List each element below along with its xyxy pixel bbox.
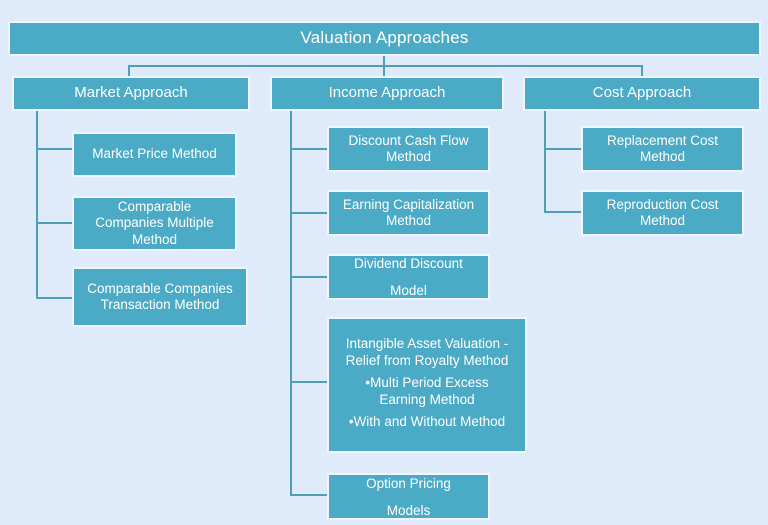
intangible-bullet-with-without: •With and Without Method xyxy=(348,414,506,430)
connector-market-spine xyxy=(36,111,38,299)
node-market-price-method: Market Price Method xyxy=(72,132,237,177)
connector-drop-income xyxy=(383,65,385,77)
connector-drop-market xyxy=(128,65,130,77)
intangible-heading: Intangible Asset Valuation -Relief from … xyxy=(345,336,509,368)
branch-market-approach: Market Approach xyxy=(12,76,250,111)
connector-stub-option-pricing xyxy=(290,494,327,496)
diagram-title: Valuation Approaches xyxy=(8,21,761,56)
connector-stub-reproduction-cost xyxy=(544,211,581,213)
connector-stub-discount-cash-flow xyxy=(290,148,327,150)
connector-stub-comparable-multiple xyxy=(36,222,72,224)
connector-title-stem xyxy=(383,56,385,66)
connector-income-spine xyxy=(290,111,292,496)
connector-branch-rail xyxy=(128,65,643,67)
connector-stub-earning-capitalization xyxy=(290,212,327,214)
connector-cost-spine xyxy=(544,111,546,213)
connector-stub-dividend-discount xyxy=(290,276,327,278)
branch-cost-approach: Cost Approach xyxy=(523,76,761,111)
connector-stub-market-price xyxy=(36,148,72,150)
connector-stub-intangible-asset xyxy=(290,381,327,383)
connector-stub-replacement-cost xyxy=(544,148,581,150)
connector-drop-cost xyxy=(641,65,643,77)
node-intangible-asset-valuation: Intangible Asset Valuation -Relief from … xyxy=(327,317,527,453)
connector-stub-comparable-transaction xyxy=(36,297,72,299)
branch-income-approach: Income Approach xyxy=(270,76,504,111)
